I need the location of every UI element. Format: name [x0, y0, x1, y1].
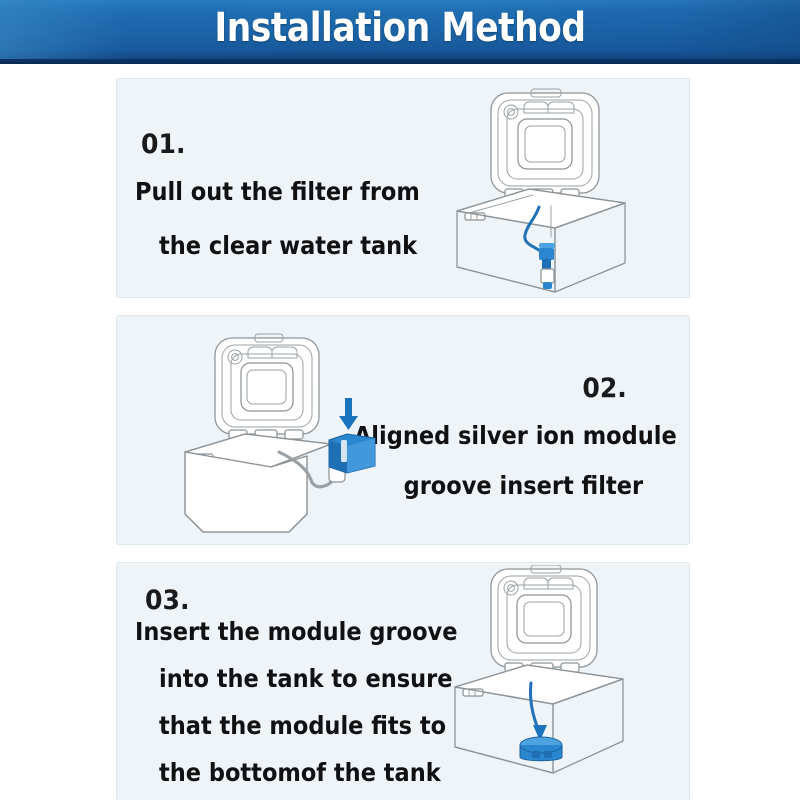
dispenser-lid-icon — [214, 333, 320, 440]
filter-cartridge-icon — [539, 243, 555, 289]
step-text-02-line-1: Aligned silver ion module — [354, 421, 677, 450]
step-panel-03: 03. Insert the module groove into the ta… — [117, 563, 689, 800]
illustration-module-at-tank-bottom-icon — [454, 565, 624, 774]
water-tank-body-icon — [184, 451, 308, 533]
step-text-01-line-1: Pull out the filter from — [135, 177, 420, 206]
silver-ion-module-icon — [328, 433, 376, 474]
tank-rim-icon — [456, 188, 626, 229]
step-panel-02: 02. Aligned silver ion module groove ins… — [117, 316, 689, 544]
step-number-01: 01. — [141, 129, 186, 160]
tank-rim-icon — [454, 664, 624, 705]
page-title: Installation Method — [214, 5, 586, 51]
dispenser-lid-icon — [490, 88, 600, 199]
insert-down-arrow-icon — [339, 398, 358, 430]
step-text-02-line-2: groove insert filter — [403, 471, 643, 500]
illustration-pull-out-filter-icon — [456, 88, 626, 293]
header-banner: Installation Method — [0, 0, 800, 64]
step-number-02: 02. — [582, 373, 627, 404]
step-panel-01: 01. Pull out the filter from the clear w… — [117, 79, 689, 297]
step-number-03: 03. — [145, 585, 190, 616]
step-text-03-line-2: into the tank to ensure — [159, 664, 453, 693]
illustration-align-module-icon — [184, 333, 376, 533]
dispenser-lid-icon — [490, 565, 598, 673]
filter-tube-icon — [523, 205, 554, 269]
clear-water-tank-icon — [456, 202, 626, 293]
step-text-03-line-3: that the module fits to — [159, 711, 447, 740]
silver-ion-module-seated-icon — [519, 736, 563, 762]
step-text-01-line-2: the clear water tank — [159, 231, 418, 260]
filter-tube-icon — [529, 681, 547, 741]
step-text-03-line-1: Insert the module groove — [135, 617, 458, 646]
step-text-03-line-4: the bottomof the tank — [159, 758, 441, 787]
